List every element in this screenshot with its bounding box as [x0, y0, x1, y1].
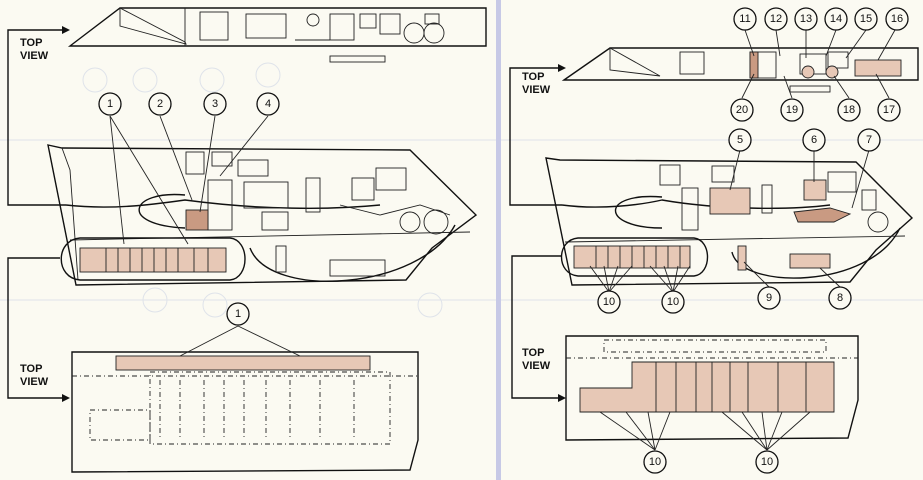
svg-text:3: 3 — [212, 98, 218, 110]
right-top-view-label-2-line1: TOP — [522, 347, 544, 359]
left-callouts: 1 2 3 4 1 — [98, 92, 301, 357]
right-connector-upper — [509, 67, 562, 206]
callout-2: 2 — [148, 92, 172, 116]
callout-19: 19 — [780, 98, 804, 122]
svg-text:17: 17 — [883, 104, 895, 116]
callout-1: 1 — [98, 92, 122, 116]
right-top-view-hull — [561, 47, 919, 93]
right-panel: TOP VIEW — [509, 7, 919, 474]
svg-text:10: 10 — [603, 296, 615, 308]
callout-11: 11 — [733, 7, 757, 31]
callout-10-c: 10 — [643, 450, 667, 474]
right-side-view-hull — [545, 157, 914, 286]
left-side-view-hull — [47, 144, 478, 286]
svg-text:9: 9 — [766, 292, 772, 304]
callout-5: 5 — [728, 128, 752, 152]
svg-text:7: 7 — [866, 134, 872, 146]
svg-text:10: 10 — [761, 456, 773, 468]
svg-text:8: 8 — [837, 292, 843, 304]
right-component-8 — [789, 253, 831, 269]
svg-text:1: 1 — [235, 308, 241, 320]
svg-text:2: 2 — [157, 98, 163, 110]
svg-text:18: 18 — [843, 104, 855, 116]
left-top-view-hull — [67, 7, 487, 63]
svg-text:11: 11 — [739, 13, 750, 25]
left-lower-top-view — [71, 351, 419, 473]
right-zoom-ellipse — [561, 237, 709, 277]
left-arrow-lower — [62, 394, 70, 402]
callout-3: 3 — [203, 92, 227, 116]
callout-8: 8 — [828, 286, 852, 310]
callout-13: 13 — [794, 7, 818, 31]
callout-6: 6 — [802, 128, 826, 152]
callout-7: 7 — [857, 128, 881, 152]
callout-18: 18 — [837, 98, 861, 122]
svg-text:10: 10 — [667, 296, 679, 308]
background-ghost-lines — [0, 62, 923, 318]
callout-16: 16 — [885, 7, 909, 31]
right-arrow-lower — [558, 394, 566, 402]
svg-text:5: 5 — [737, 134, 743, 146]
svg-text:4: 4 — [265, 98, 271, 110]
left-top-view-label-1-line2: VIEW — [20, 50, 49, 62]
left-connector-upper — [7, 29, 66, 206]
callout-20: 20 — [730, 98, 754, 122]
right-top-view-label-2-line2: VIEW — [522, 360, 551, 372]
right-top-view-label-1-line2: VIEW — [522, 84, 551, 96]
right-component-6b — [793, 207, 852, 223]
left-shaded-battery-rack — [79, 247, 227, 273]
left-component-3 — [185, 209, 209, 231]
left-arrow-upper — [62, 26, 70, 34]
callout-4: 4 — [256, 92, 280, 116]
right-lower-top-view — [565, 335, 859, 441]
left-top-view-label-2-line1: TOP — [20, 363, 42, 375]
svg-text:13: 13 — [800, 13, 812, 25]
callout-1-lower: 1 — [226, 302, 250, 326]
left-zoom-ellipse — [60, 237, 246, 281]
callout-15: 15 — [854, 7, 878, 31]
svg-text:19: 19 — [786, 104, 798, 116]
right-component-5 — [709, 187, 751, 215]
panel-divider — [496, 0, 501, 480]
svg-text:12: 12 — [770, 13, 782, 25]
svg-text:15: 15 — [860, 13, 872, 25]
left-panel: TOP VIEW — [7, 7, 487, 473]
callout-9: 9 — [757, 286, 781, 310]
right-component-6 — [803, 179, 827, 201]
left-connector-lower — [7, 257, 62, 399]
svg-text:1: 1 — [107, 98, 113, 110]
callout-10-b: 10 — [661, 290, 685, 314]
right-callouts: 11 12 13 14 15 16 20 19 18 17 5 6 7 9 8 … — [589, 7, 909, 474]
svg-text:20: 20 — [736, 104, 748, 116]
svg-text:10: 10 — [649, 456, 661, 468]
callout-12: 12 — [764, 7, 788, 31]
svg-text:16: 16 — [891, 13, 903, 25]
svg-text:14: 14 — [830, 13, 842, 25]
svg-text:6: 6 — [811, 134, 817, 146]
left-top-view-label-1-line1: TOP — [20, 37, 42, 49]
right-component-9 — [737, 245, 747, 271]
callout-17: 17 — [877, 98, 901, 122]
callout-10-a: 10 — [597, 290, 621, 314]
right-connector-lower — [511, 255, 562, 399]
right-top-view-label-1-line1: TOP — [522, 71, 544, 83]
right-arrow-upper — [558, 64, 566, 72]
left-top-view-label-2-line2: VIEW — [20, 376, 49, 388]
callout-14: 14 — [824, 7, 848, 31]
callout-10-d: 10 — [755, 450, 779, 474]
